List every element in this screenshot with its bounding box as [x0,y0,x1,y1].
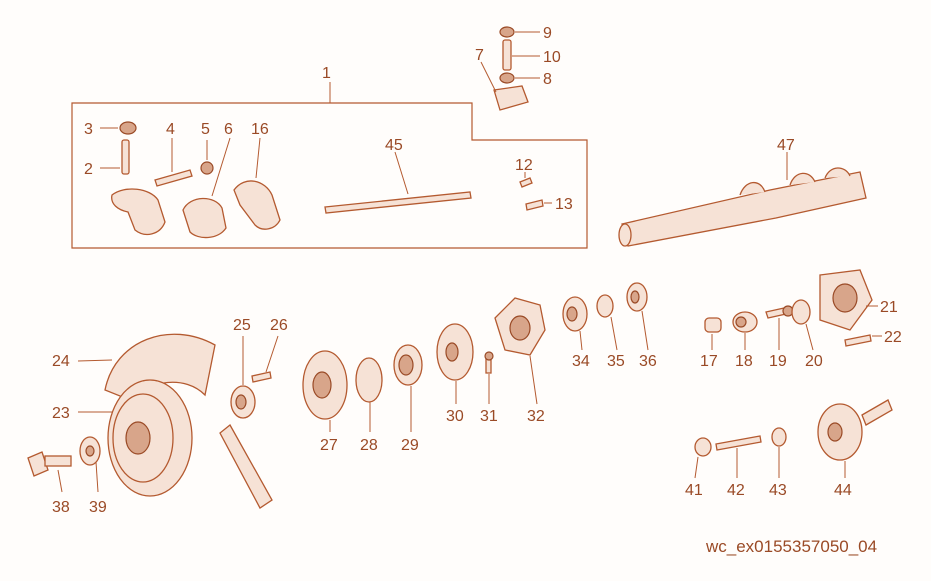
part-41-nut [694,437,712,479]
callout-2: 2 [84,161,93,178]
callout-26: 26 [270,317,288,334]
callout-47: 47 [777,137,795,154]
part-35-ring [596,294,618,351]
callout-38: 38 [52,499,70,516]
part-9-washer [499,26,540,38]
part-25-tensioner [230,336,256,419]
part-42-stud [715,435,762,478]
callout-35: 35 [607,353,625,370]
part-8-nut [499,72,540,84]
callout-32: 32 [527,408,545,425]
callout-30: 30 [446,408,464,425]
callout-1: 1 [322,65,331,82]
part-5-plug [200,140,214,175]
part-36-seal [626,282,649,351]
part-43-washer [771,427,787,478]
callout-41: 41 [685,482,703,499]
part-19-bolt [765,305,794,350]
part-18-bush [732,311,758,350]
part-39-washer [79,436,101,493]
callout-24: 24 [52,353,70,370]
part-24-timing-belt [77,333,273,509]
part-45-rocker-shaft [324,151,472,214]
part-2-adjust-screw [100,139,130,175]
part-47-camshaft [618,152,867,247]
callout-23: 23 [52,405,70,422]
part-38-bolt [27,451,72,493]
callout-6: 6 [224,121,233,138]
part-7-bracket [480,61,529,111]
part-22-bolt [844,334,882,347]
callout-18: 18 [735,353,753,370]
callout-43: 43 [769,482,787,499]
callout-45: 45 [385,137,403,154]
callout-20: 20 [805,353,823,370]
callout-22: 22 [884,329,902,346]
callout-21: 21 [880,299,898,316]
part-6-rocker-arm [182,137,231,239]
part-21-cover [819,269,878,331]
part-26-bolt [251,335,279,383]
rocker-group-frame [71,102,588,249]
callout-34: 34 [572,353,590,370]
callout-44: 44 [834,482,852,499]
callout-10: 10 [543,49,561,66]
part-32-coupling [494,297,546,405]
callout-7: 7 [475,47,484,64]
callout-31: 31 [480,408,498,425]
callout-5: 5 [201,121,210,138]
diagram-caption: wc_ex0155357050_04 [706,537,878,556]
rocker-arm-left [111,188,166,236]
part-28-gasket [355,357,383,432]
part-16-rocker-arm [233,137,281,230]
callout-12: 12 [515,157,533,174]
part-44-pulley [817,399,893,478]
part-31-screw [484,351,494,404]
part-27-flange [302,350,348,432]
callout-3: 3 [84,121,93,138]
part-34-bearing [562,296,588,351]
callout-19: 19 [769,353,787,370]
callout-17: 17 [700,353,718,370]
callout-25: 25 [233,317,251,334]
part-23-camshaft-gear [78,379,193,497]
part-20-o-ring [791,299,814,351]
part-12-pin [519,172,533,188]
callout-36: 36 [639,353,657,370]
callout-8: 8 [543,71,552,88]
part-29-seal [393,344,423,432]
callout-42: 42 [727,482,745,499]
callout-29: 29 [401,437,419,454]
part-17-bush [704,317,722,350]
part-30-plate [436,323,474,404]
callout-9: 9 [543,25,552,42]
part-3-nut [100,121,137,135]
callout-39: 39 [89,499,107,516]
callout-27: 27 [320,437,338,454]
callout-13: 13 [555,196,573,213]
callout-16: 16 [251,121,269,138]
part-10-stud [502,39,540,71]
callout-4: 4 [166,121,175,138]
part-4-shaft-pin [154,138,193,187]
callout-28: 28 [360,437,378,454]
part-13-pin [525,199,552,211]
